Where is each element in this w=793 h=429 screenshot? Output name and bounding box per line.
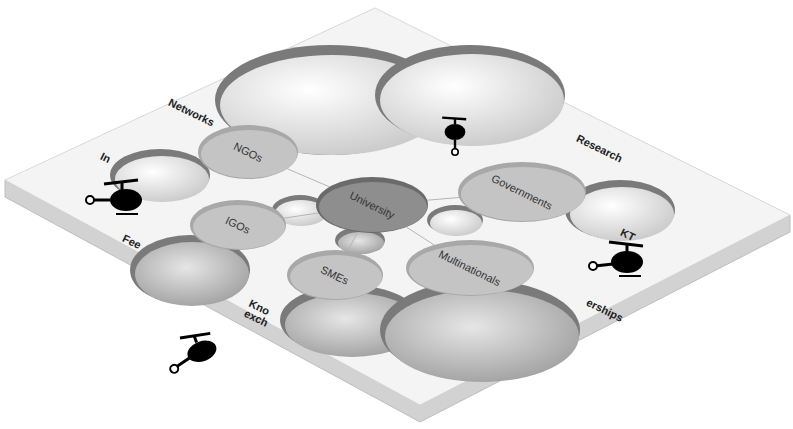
helicopter-icon (589, 242, 643, 276)
organisation-circle: SMEs (287, 250, 383, 300)
organisation-circle: IGOs (190, 200, 286, 250)
slab-top (5, 8, 790, 405)
cutout-holes (110, 45, 675, 382)
helicopter-icon (86, 180, 142, 214)
relation-line (427, 197, 459, 200)
circle-text-holder: University (316, 177, 428, 233)
circle-text-holder: SMEs (287, 250, 383, 300)
circle-text-holder: IGOs (190, 200, 286, 250)
organisation-label: University (348, 189, 397, 221)
organisation-label: NGOs (232, 140, 265, 164)
organisation-circle: Governments (458, 162, 586, 222)
organisation-circle: University (316, 177, 428, 233)
circle-text-holder: NGOs (198, 125, 298, 179)
organisation-label: Governments (490, 172, 555, 212)
organisation-circle: NGOs (198, 125, 298, 179)
helicopter-icon (442, 118, 466, 156)
organisation-label: SMEs (319, 263, 351, 287)
circle-text-holder: Multinationals (406, 240, 534, 296)
organisation-circle: Multinationals (406, 240, 534, 296)
circle-text-holder: Governments (458, 162, 586, 222)
relation-line (287, 169, 329, 187)
organisation-label: Multinationals (437, 248, 503, 288)
helicopter-icons (86, 118, 643, 374)
relation-line (284, 213, 318, 218)
relation-line (348, 232, 358, 251)
helicopter-icon (161, 327, 220, 374)
organisation-label: IGOs (224, 214, 252, 236)
relation-line (406, 227, 434, 245)
